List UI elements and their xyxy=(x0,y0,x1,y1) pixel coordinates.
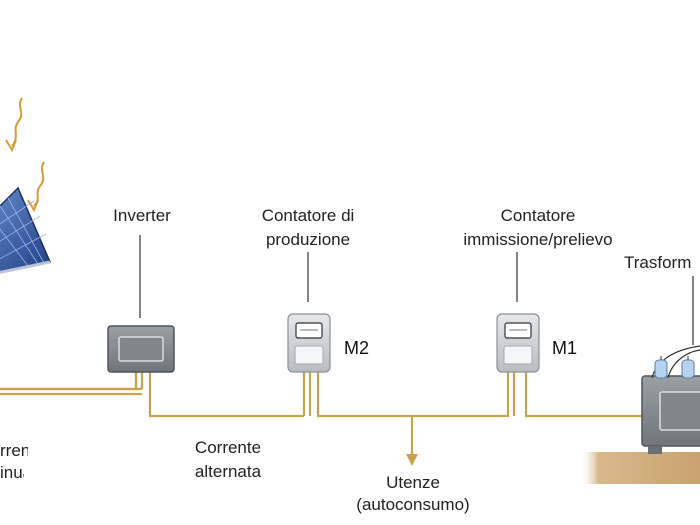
ground-area xyxy=(580,452,700,484)
exchange-meter-label-line1: Contatore xyxy=(500,206,576,225)
inverter-icon xyxy=(107,325,175,373)
loads-branch xyxy=(406,416,418,466)
production-meter-id: M2 xyxy=(344,338,370,358)
sun-ray-2-icon xyxy=(33,161,45,207)
loads-label-line1: Utenze xyxy=(386,473,440,492)
dc-wire xyxy=(0,372,138,391)
production-meter-icon xyxy=(287,313,331,373)
exchange-meter-id: M1 xyxy=(552,338,578,358)
dc-current-label-line2: inua xyxy=(0,463,24,482)
solar-panel-icon xyxy=(0,186,52,274)
sun-ray-1-icon xyxy=(11,97,23,147)
ac-current-label-line2: alternata xyxy=(194,462,262,481)
callout-lines xyxy=(139,235,694,345)
exchange-meter-label-line2: immissione/prelievo xyxy=(463,230,613,249)
production-meter-label-line2: produzione xyxy=(265,230,351,249)
transformer-label: Trasform xyxy=(624,253,692,272)
transformer-icon xyxy=(641,345,700,454)
loads-label-line2: (autoconsumo) xyxy=(356,495,470,514)
ac-current-label-line1: Corrente xyxy=(194,438,262,457)
main-wire xyxy=(0,372,662,418)
exchange-meter-icon xyxy=(496,313,540,373)
sun-ray-1-arrow-icon xyxy=(5,139,17,153)
dc-current-label-line1: rrente xyxy=(0,441,28,460)
production-meter-label-line1: Contatore di xyxy=(261,206,355,225)
inverter-label: Inverter xyxy=(113,206,171,225)
